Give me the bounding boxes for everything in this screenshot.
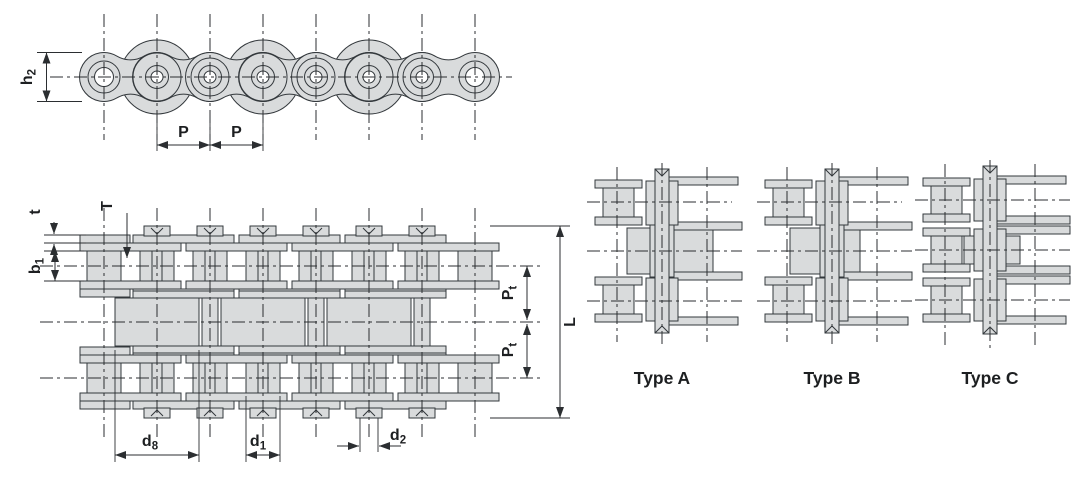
label-type-a: Type A (634, 368, 691, 388)
dim-d2: d2 (337, 418, 406, 452)
label-L: L (562, 317, 579, 327)
label-T: T (99, 201, 116, 211)
label-d1: d1 (250, 433, 267, 453)
dim-pt: Pt Pt (500, 266, 531, 378)
cross-section-types: Type A Type B Type C (586, 160, 1071, 388)
dim-d8: d8 (114, 350, 200, 462)
label-pt2: Pt (500, 343, 520, 358)
label-p2: P (231, 124, 242, 141)
dim-T: T (99, 201, 131, 258)
dim-t: t (27, 209, 86, 256)
plan-centerlines (40, 208, 543, 437)
label-h2: h2 (19, 69, 39, 85)
dim-b1: b1 (27, 250, 84, 282)
dim-pitch: P P (156, 117, 264, 151)
label-d8: d8 (142, 433, 159, 453)
label-type-c: Type C (961, 368, 1018, 388)
dim-L: L (490, 225, 579, 419)
label-type-b: Type B (803, 368, 860, 388)
label-pt1: Pt (500, 286, 520, 301)
chain-plan-view: t T b1 Pt Pt L d8 (27, 201, 579, 462)
chain-side-view: h2 P P (19, 14, 512, 151)
label-p1: P (178, 124, 189, 141)
label-t: t (27, 209, 44, 215)
type-c-drawing (915, 160, 1071, 349)
dim-h2: h2 (19, 52, 82, 102)
label-d2: d2 (390, 427, 406, 447)
label-b1: b1 (27, 257, 47, 274)
type-b-drawing (756, 162, 913, 349)
dim-d1: d1 (245, 396, 281, 462)
type-a-drawing (586, 162, 743, 349)
